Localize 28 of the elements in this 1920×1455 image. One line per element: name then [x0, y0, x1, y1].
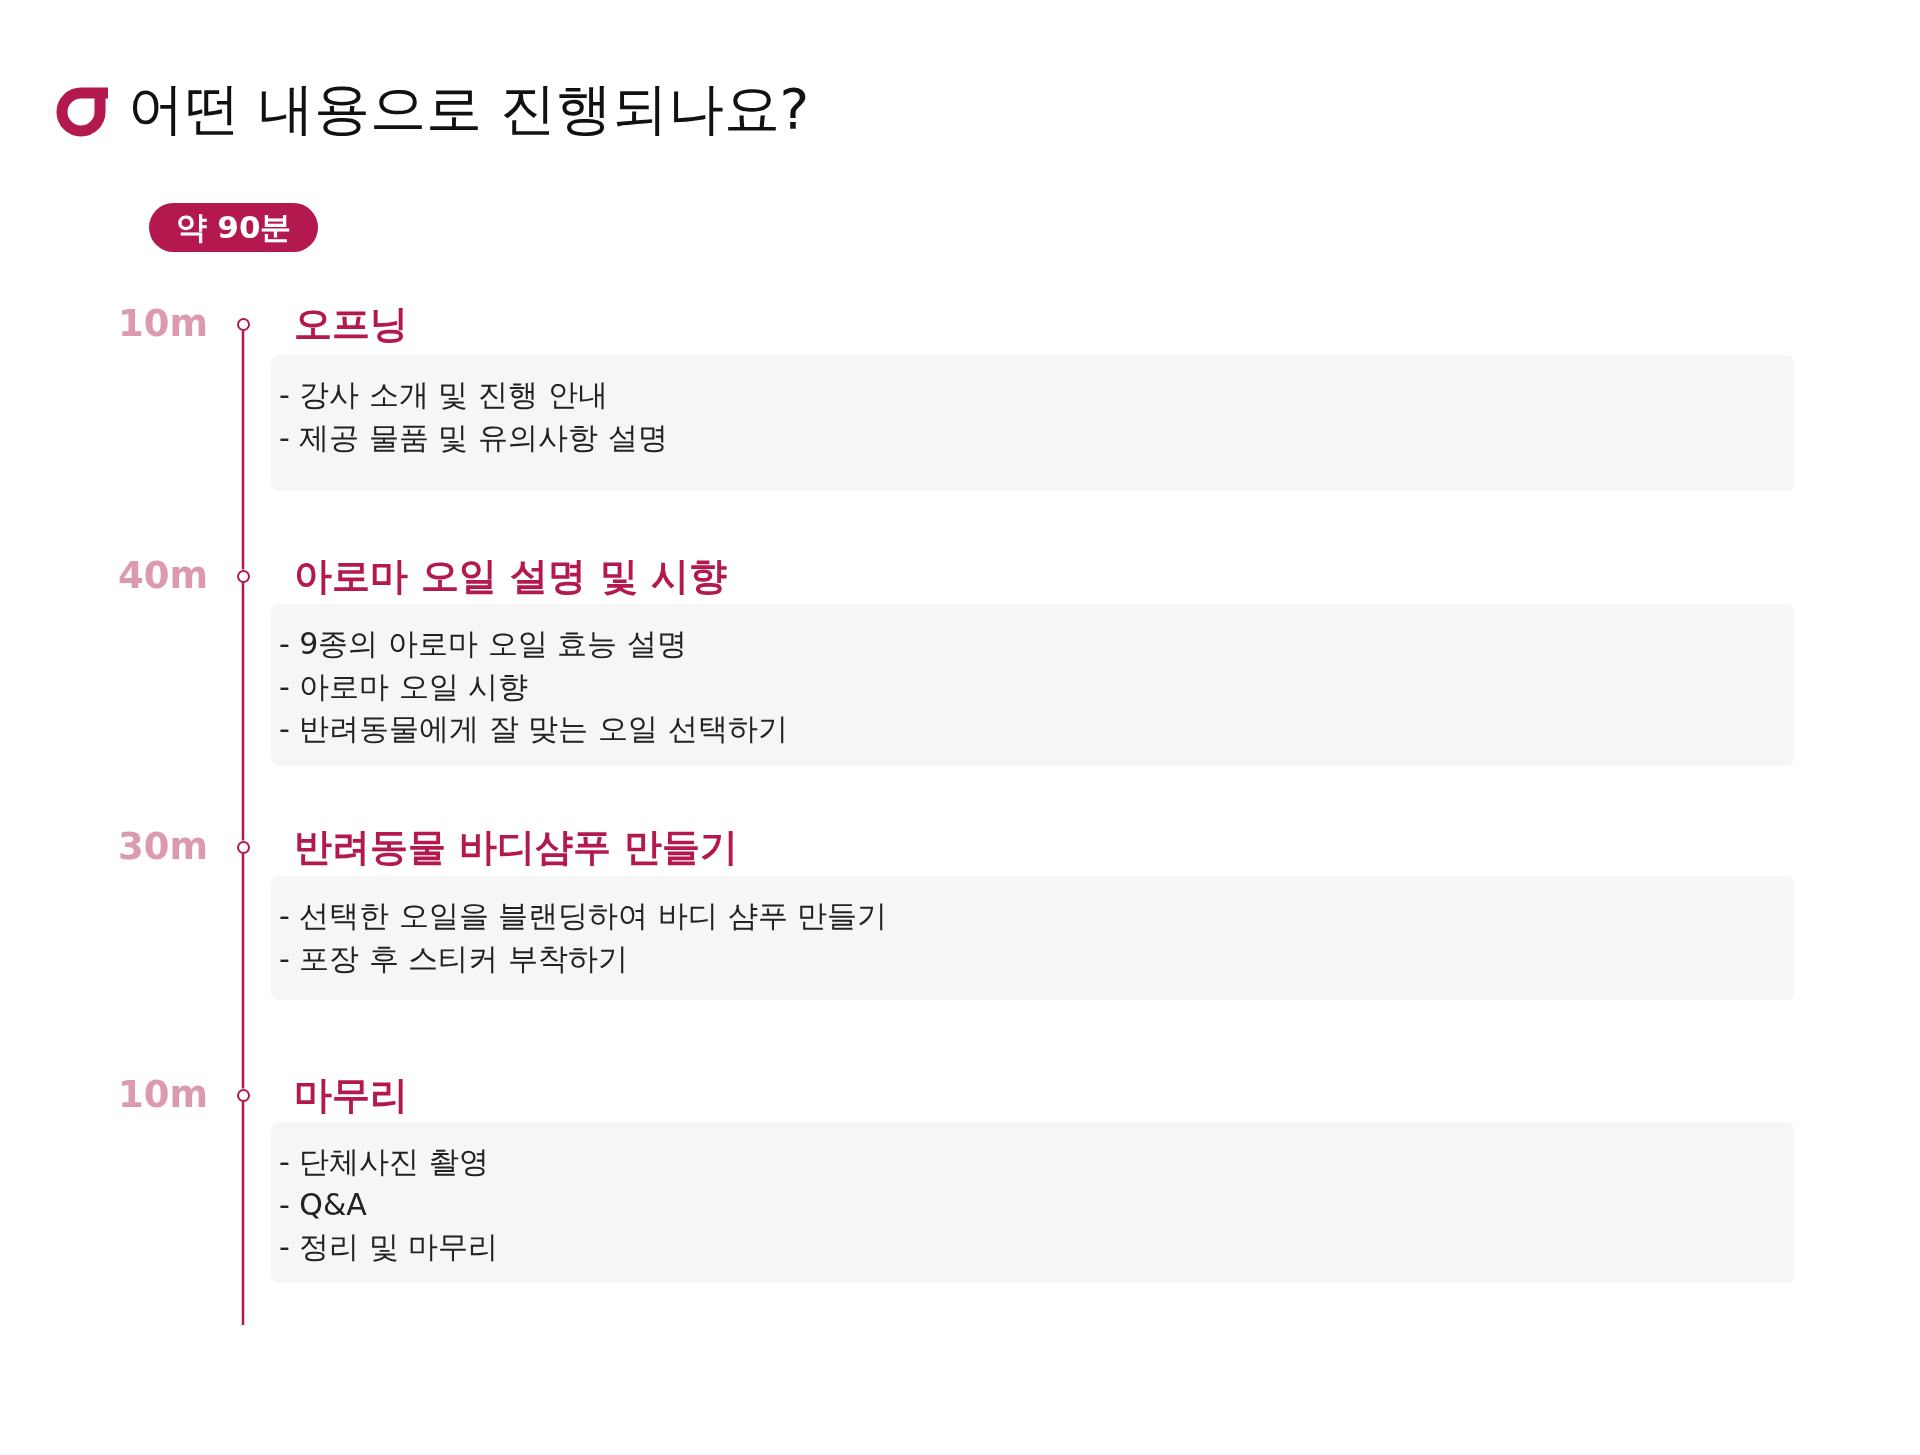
list-item: - 아로마 오일 시향 — [279, 667, 529, 706]
list-item: - 선택한 오일을 블랜딩하여 바디 샴푸 만들기 — [279, 897, 888, 935]
duration-badge: 약 90분 — [149, 203, 318, 252]
list-item: - 9종의 아로마 오일 효능 설명 — [279, 625, 687, 663]
timeline-line — [241, 330, 245, 570]
step-title: 반려동물 바디샴푸 만들기 — [294, 824, 739, 870]
list-item: - 강사 소개 및 진행 안내 — [279, 376, 608, 414]
timeline-dot — [236, 569, 250, 583]
timeline-dot — [236, 317, 250, 331]
timeline-line — [241, 1101, 245, 1325]
duration-label: 40m — [117, 553, 208, 599]
list-item: - Q&A — [279, 1185, 367, 1224]
timeline-line — [241, 853, 245, 1089]
page-title: 어떤 내용으로 진행되나요? — [128, 75, 810, 143]
timeline-line — [241, 582, 245, 841]
list-item: - 제공 물품 및 유의사항 설명 — [279, 418, 668, 457]
list-item: - 정리 및 마무리 — [279, 1228, 499, 1266]
list-item: - 단체사진 촬영 — [279, 1143, 489, 1181]
timeline-dot — [236, 1088, 250, 1102]
step-title: 마무리 — [294, 1072, 408, 1118]
timeline-dot — [236, 840, 250, 854]
duration-label: 30m — [117, 824, 208, 870]
list-item: - 반려동물에게 잘 맞는 오일 선택하기 — [279, 710, 788, 748]
duration-label: 10m — [117, 1072, 208, 1118]
step-title: 오프닝 — [294, 301, 408, 347]
duration-label: 10m — [117, 301, 208, 347]
step-title: 아로마 오일 설명 및 시향 — [294, 553, 727, 599]
list-item: - 포장 후 스티커 부착하기 — [279, 939, 628, 978]
